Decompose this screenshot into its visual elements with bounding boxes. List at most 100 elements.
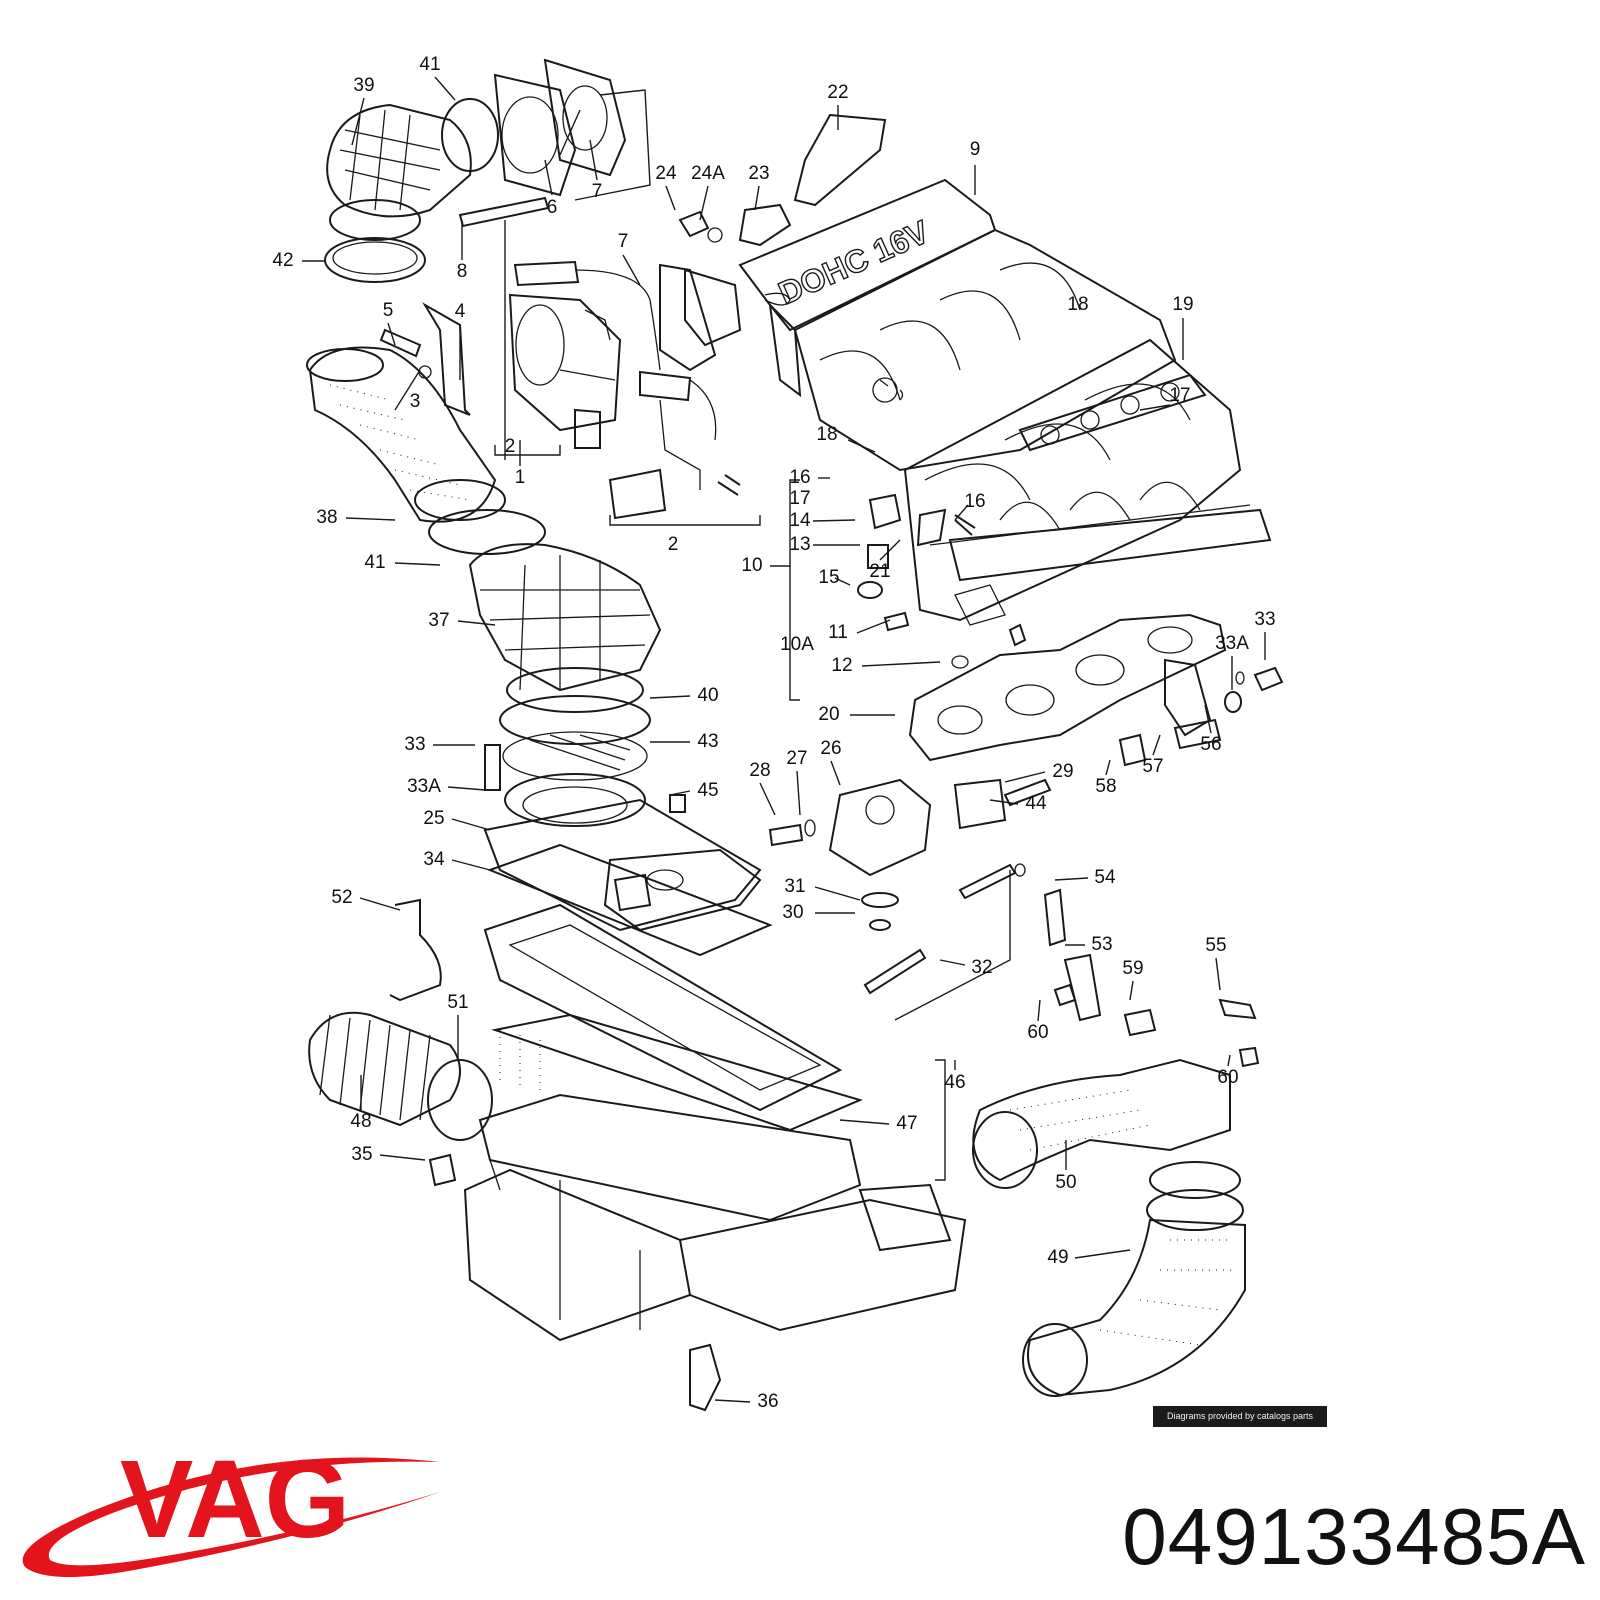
callout-label-16: 16	[964, 491, 985, 512]
leader-line	[1204, 704, 1212, 734]
leader-line	[359, 897, 401, 911]
callout-label-38: 38	[316, 507, 337, 528]
callout-label-9: 9	[970, 139, 981, 160]
callout-label-22: 22	[827, 82, 848, 103]
callout-label-44: 44	[1025, 793, 1047, 814]
callout-label-11: 11	[828, 622, 848, 643]
leader-line	[589, 139, 598, 181]
exploded-parts-diagram: DOHC 16V 122345677891010A111213141516161…	[272, 54, 1284, 1412]
callout-label-31: 31	[784, 876, 805, 897]
callout-label-25: 25	[423, 808, 444, 829]
rubber-boot	[468, 543, 662, 781]
callout-label-3: 3	[410, 391, 421, 412]
leader-line	[879, 539, 901, 561]
intake-hose-lower	[306, 346, 546, 555]
callout-label-59: 59	[1122, 958, 1143, 979]
leader-line	[379, 1154, 426, 1161]
callout-label-42: 42	[272, 250, 293, 271]
intake-boot-upper	[324, 103, 472, 283]
lower-manifold	[903, 338, 1272, 622]
callout-label-19: 19	[1172, 294, 1193, 315]
callout-label-15: 15	[818, 567, 839, 588]
callout-label-21: 21	[869, 561, 890, 582]
leader-line	[1152, 734, 1161, 756]
callout-label-49: 49	[1047, 1247, 1068, 1268]
callout-label-7: 7	[618, 231, 629, 252]
leader-line	[669, 790, 691, 796]
callout-label-16: 16	[789, 467, 810, 488]
leader-line	[834, 577, 851, 586]
callout-label-14: 14	[789, 510, 811, 531]
callout-label-36: 36	[757, 1391, 778, 1412]
callout-label-51: 51	[447, 992, 468, 1013]
callout-label-32: 32	[971, 957, 992, 978]
callout-label-41: 41	[364, 552, 385, 573]
leader-line	[457, 620, 496, 626]
callout-label-24a: 24A	[691, 163, 725, 184]
leader-line	[754, 185, 760, 211]
callout-label-7: 7	[592, 181, 603, 202]
leader-line	[714, 1399, 751, 1403]
callout-label-55: 55	[1205, 935, 1226, 956]
callout-label-17: 17	[789, 488, 810, 509]
callout-label-10a: 10A	[780, 634, 814, 655]
leader-line	[759, 782, 776, 816]
callout-label-58: 58	[1095, 776, 1116, 797]
leader-line	[1215, 957, 1221, 991]
callout-label-30: 30	[782, 902, 803, 923]
leader-line	[447, 786, 486, 791]
callout-label-10: 10	[741, 555, 762, 576]
diagram-credit: Diagrams provided by catalogs parts	[1153, 1406, 1327, 1427]
leader-line	[989, 799, 1019, 805]
callout-label-53: 53	[1091, 934, 1112, 955]
intake-manifold	[659, 178, 1177, 472]
callout-label-48: 48	[350, 1111, 371, 1132]
leader-line	[665, 185, 676, 211]
bracket-hardware	[1043, 888, 1260, 1068]
leader-line	[812, 519, 856, 522]
leader-line	[954, 504, 969, 521]
callout-label-56: 56	[1200, 734, 1221, 755]
leader-line	[387, 322, 396, 346]
leader-line	[622, 254, 641, 286]
callout-label-50: 50	[1055, 1172, 1076, 1193]
leader-line	[649, 695, 691, 699]
callout-label-6: 6	[547, 197, 558, 218]
leader-line	[839, 1119, 890, 1125]
callout-label-60: 60	[1027, 1022, 1048, 1043]
air-flow-meter	[483, 744, 762, 932]
leader-line	[1129, 980, 1134, 1001]
leader-line	[451, 859, 491, 871]
callout-labels: 122345677891010A111213141516161717181819…	[272, 54, 1275, 1412]
leader-line	[394, 562, 441, 566]
throttle-flange-top	[441, 58, 651, 228]
callout-label-47: 47	[896, 1113, 917, 1134]
callout-label-17: 17	[1169, 385, 1190, 406]
leader-line	[939, 959, 966, 966]
leader-line	[847, 439, 876, 453]
callout-label-41: 41	[419, 54, 440, 75]
leader-line	[351, 97, 365, 146]
leader-line	[861, 661, 941, 667]
leader-line	[1139, 404, 1171, 411]
callout-label-4: 4	[455, 301, 466, 322]
leader-line	[1037, 999, 1041, 1022]
part-drawings	[306, 58, 1284, 1412]
callout-label-57: 57	[1142, 756, 1163, 777]
callout-label-12: 12	[831, 655, 852, 676]
part-number: 049133485A	[1122, 1492, 1586, 1581]
group-brackets	[789, 479, 946, 1181]
manifold-gasket	[908, 613, 1227, 762]
callout-label-18: 18	[816, 424, 837, 445]
leader-line	[1105, 759, 1111, 776]
callout-label-33: 33	[404, 734, 425, 755]
leader-line	[1227, 1054, 1231, 1067]
callout-label-26: 26	[820, 738, 841, 759]
leader-line	[345, 517, 396, 521]
small-hose-parts	[308, 898, 493, 1187]
leader-line	[544, 159, 553, 196]
callout-label-33a: 33A	[1215, 633, 1249, 654]
leader-line	[394, 369, 421, 411]
strap-36	[689, 1343, 722, 1412]
throttle-body	[494, 220, 761, 526]
